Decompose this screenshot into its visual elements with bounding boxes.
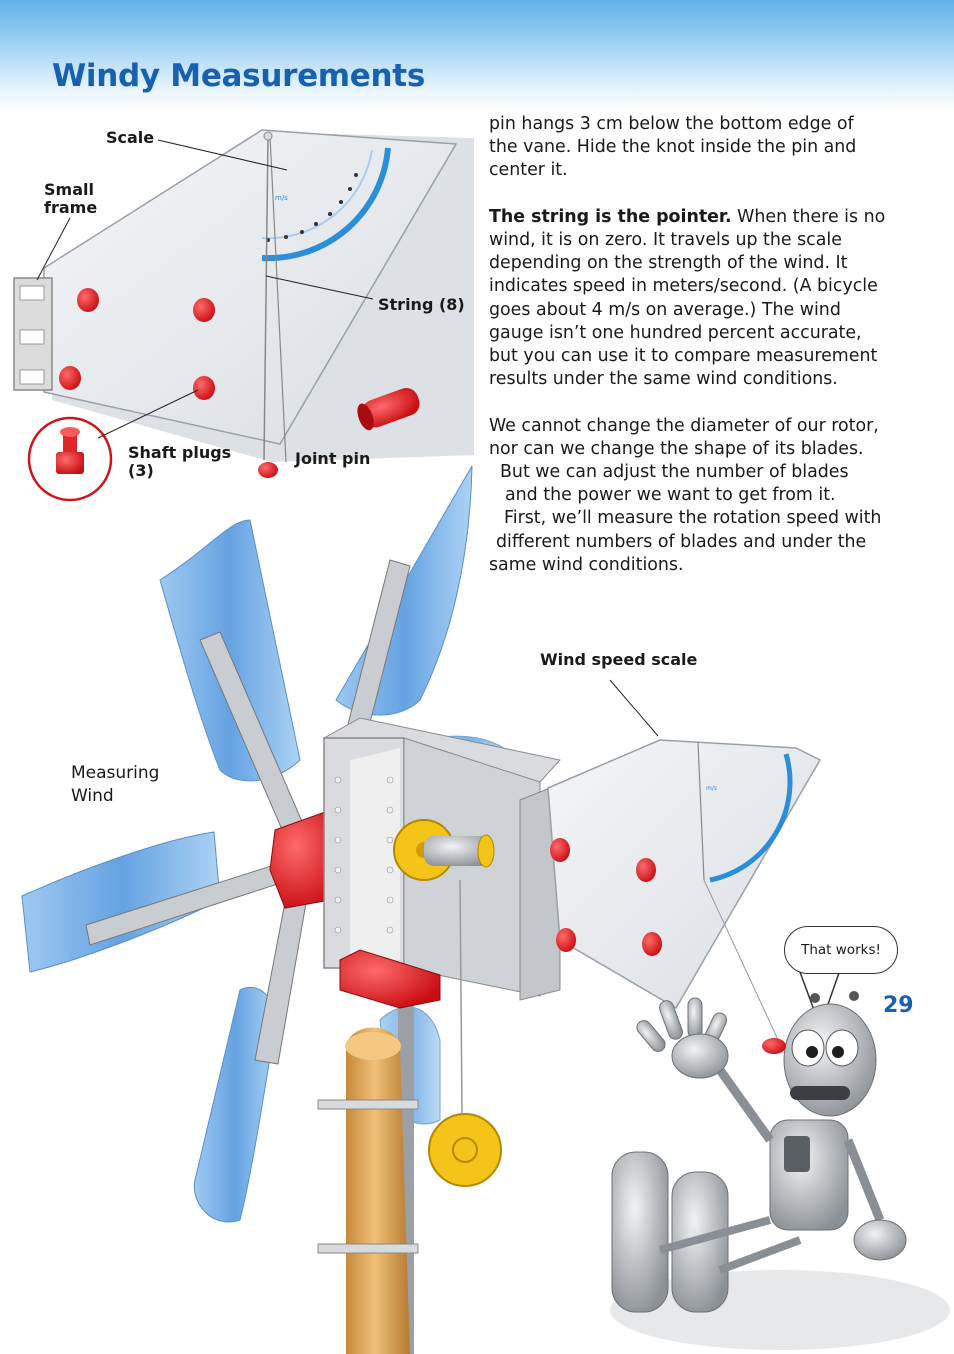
speech-bubble: That works! xyxy=(784,926,898,974)
shaft-plugs-label-line2: (3) xyxy=(128,461,154,480)
paragraph-3: We cannot change the diameter of our rot… xyxy=(489,415,882,575)
paragraph-2-lead: The string is the pointer. xyxy=(489,206,732,227)
body-text: pin hangs 3 cm below the bottom edge of … xyxy=(489,113,919,600)
page-title: Windy Measurements xyxy=(52,58,425,94)
small-frame-label-line1: Small xyxy=(44,180,94,199)
page-number: 29 xyxy=(883,993,914,1018)
joint-pin-label: Joint pin xyxy=(295,449,371,468)
robot-character xyxy=(610,969,950,1350)
string-label: String (8) xyxy=(378,295,465,314)
header-band xyxy=(0,0,954,110)
windmill-illustration: m/s xyxy=(21,465,822,1354)
scale-unit: m/s xyxy=(275,194,288,202)
vane-diagram: m/s xyxy=(13,129,474,502)
measuring-wind-caption-line1: Measuring xyxy=(71,763,160,783)
scale-label: Scale xyxy=(106,128,155,147)
small-frame-label-line2: frame xyxy=(44,198,98,217)
measuring-wind-caption-line2: Wind xyxy=(71,786,114,806)
paragraph-2: The string is the pointer. When there is… xyxy=(489,206,886,390)
paragraph-1: pin hangs 3 cm below the bottom edge of … xyxy=(489,114,857,181)
wind-speed-scale-label: Wind speed scale xyxy=(540,650,698,669)
lower-scale-unit: m/s xyxy=(706,785,717,792)
shaft-plugs-label-line1: Shaft plugs xyxy=(128,443,232,462)
